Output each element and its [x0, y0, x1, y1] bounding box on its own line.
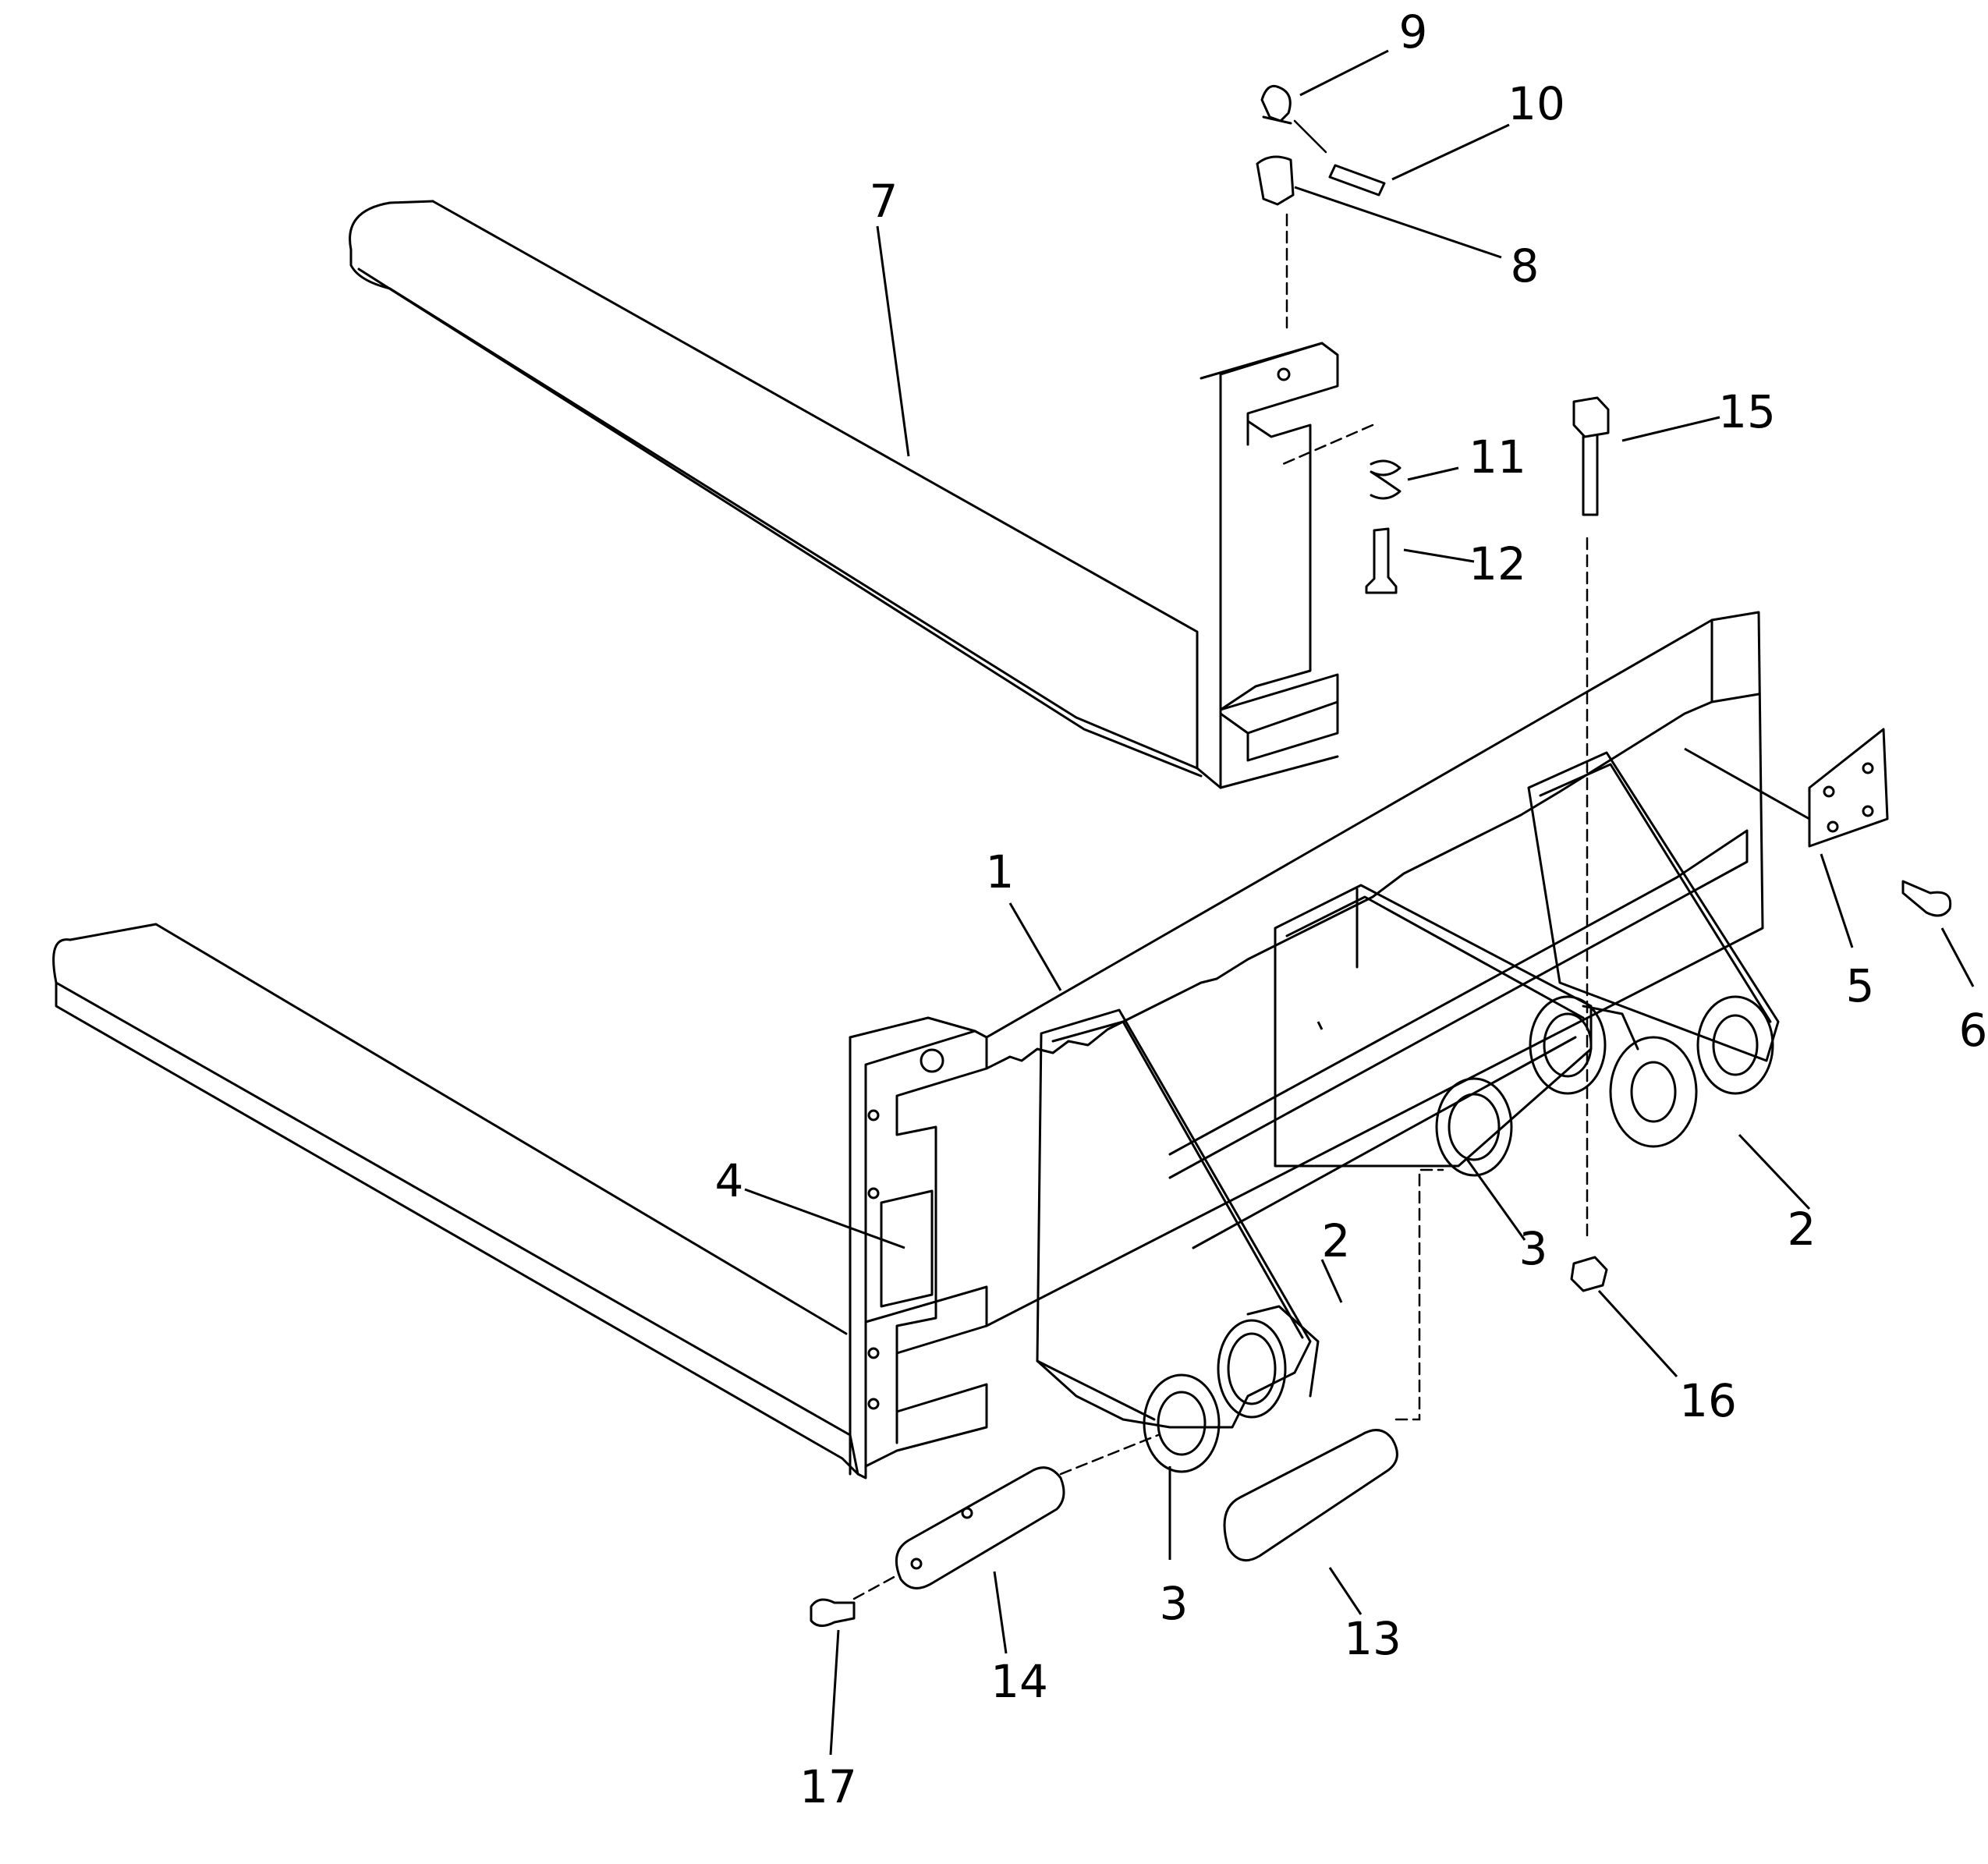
callout-5: 5 — [1846, 959, 1875, 1012]
callout-3b: 3 — [1160, 1577, 1189, 1630]
callout-15: 15 — [1718, 385, 1776, 438]
callout-4: 4 — [715, 1154, 744, 1207]
upper-fork — [349, 200, 1339, 789]
callout-16: 16 — [1679, 1374, 1737, 1427]
callout-2: 2 — [1322, 1214, 1351, 1267]
callout-10: 10 — [1508, 77, 1565, 130]
left-arm-bracket — [1036, 1008, 1312, 1429]
leader-lines — [744, 49, 1975, 1756]
callout-6: 6 — [1959, 1004, 1988, 1057]
callout-2b: 2 — [1788, 1203, 1816, 1256]
callout-1: 1 — [986, 845, 1015, 898]
callout-8: 8 — [1511, 239, 1540, 292]
callout-11: 11 — [1469, 431, 1526, 484]
callout-3: 3 — [1519, 1222, 1548, 1275]
callout-7: 7 — [870, 175, 898, 228]
callout-13: 13 — [1344, 1612, 1402, 1665]
small-hardware — [810, 84, 1952, 1627]
callouts: 1 2 2 3 3 4 5 6 7 8 9 10 11 12 13 14 15 … — [715, 5, 1988, 1813]
callout-14: 14 — [990, 1655, 1048, 1708]
callout-9: 9 — [1399, 5, 1428, 58]
bushings — [1143, 995, 1774, 1473]
center-block — [1274, 884, 1593, 1168]
lower-fork — [52, 923, 988, 1480]
carriage-frame — [985, 611, 1764, 1327]
callout-12: 12 — [1469, 537, 1526, 590]
callout-17: 17 — [799, 1760, 857, 1813]
